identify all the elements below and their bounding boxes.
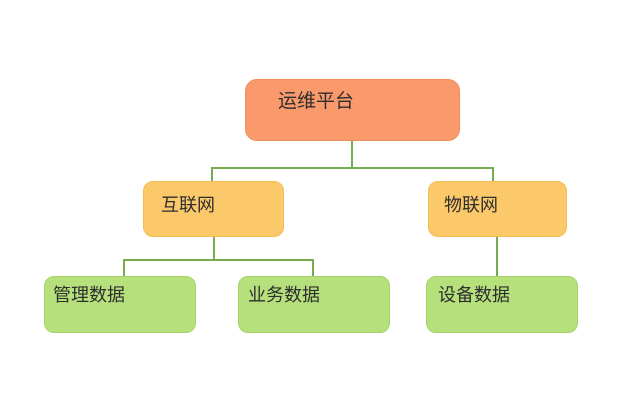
node-management-data-label: 管理数据: [53, 285, 125, 305]
connector-iot-device-line: [496, 237, 498, 277]
node-business-data[interactable]: 业务数据: [238, 276, 390, 333]
node-internet[interactable]: 互联网: [143, 181, 284, 237]
connector-internet-crossbar: [123, 259, 314, 261]
node-device-data-label: 设备数据: [438, 285, 510, 305]
node-business-data-label: 业务数据: [248, 285, 320, 305]
connector-root-crossbar: [211, 167, 494, 169]
node-management-data[interactable]: 管理数据: [44, 276, 196, 333]
connector-internet-business-drop: [312, 259, 314, 277]
node-iot[interactable]: 物联网: [428, 181, 567, 237]
connector-root-internet-drop: [211, 167, 213, 182]
connector-root-iot-drop: [492, 167, 494, 182]
node-device-data[interactable]: 设备数据: [426, 276, 578, 333]
connector-internet-stem: [213, 237, 215, 261]
node-internet-label: 互联网: [161, 195, 215, 215]
connector-internet-management-drop: [123, 259, 125, 277]
connector-root-stem: [351, 141, 353, 168]
node-ops-platform-label: 运维平台: [278, 91, 355, 112]
node-iot-label: 物联网: [444, 195, 498, 215]
node-ops-platform[interactable]: 运维平台: [245, 79, 460, 141]
